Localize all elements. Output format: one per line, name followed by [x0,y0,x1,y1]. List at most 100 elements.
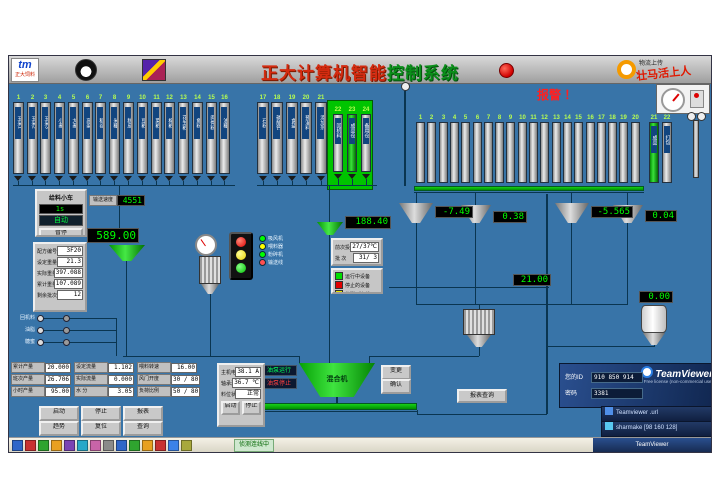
micro-bins-bin[interactable] [518,122,527,183]
raw-bins-1-bin[interactable]: 大麦 [68,102,79,174]
valve-icon[interactable] [348,174,356,179]
valve-icon[interactable] [259,176,267,181]
taskbar-icon[interactable] [90,440,101,451]
micro-bins-bin[interactable] [631,122,640,183]
param-button-5[interactable]: 复位 [81,421,121,436]
taskbar-icon[interactable] [25,440,36,451]
minor-bins-bin[interactable]: 预混料 [300,102,312,174]
tv-list-row[interactable]: sharmake [98 160 128] [601,421,711,437]
micro-bins-bin[interactable] [439,122,448,183]
taskbar-icon[interactable] [77,440,88,451]
minor-bins-bin[interactable]: 食盐 [286,102,298,174]
tv-password-field[interactable]: 3381 [591,388,643,399]
valve-icon[interactable] [14,176,22,181]
micro-bins-bin[interactable] [529,122,538,183]
raw-bins-1-bin[interactable]: 稻谷 [95,102,106,174]
raw-bins-1-bin[interactable]: 玉米2 [27,102,38,174]
param-button-6[interactable]: 查询 [123,421,163,436]
valve-icon[interactable] [110,176,118,181]
return-bins-bin[interactable]: 备用仓 [361,114,371,172]
micro-bins-bin[interactable] [495,122,504,183]
finished-bins-bin[interactable]: 成品 [649,122,659,183]
return-bins-bin[interactable]: 回机料 [333,114,343,172]
raw-bins-1-bin[interactable]: 小麦 [54,102,65,174]
raw-bins-2-bin[interactable]: 豆粕 [137,102,148,174]
micro-bins-bin[interactable] [608,122,617,183]
valve-icon[interactable] [317,176,325,181]
valve-icon[interactable] [273,176,281,181]
taskbar-icon[interactable] [38,440,49,451]
raw-bins-1-bin[interactable]: 麸皮 [123,102,134,174]
valve-icon[interactable] [41,176,49,181]
micro-bins-bin[interactable] [619,122,628,183]
valve-icon[interactable] [83,176,91,181]
raw-bins-2-bin[interactable]: 菜粕 [151,102,162,174]
panda-icon[interactable] [75,59,97,81]
raw-bins-2-bin[interactable]: 花生粕 [178,102,189,174]
micro-bins-bin[interactable] [427,122,436,183]
system-tray[interactable]: TeamViewer [593,438,711,452]
valve-icon[interactable] [288,176,296,181]
valve-icon[interactable] [152,176,160,181]
minor-bins-bin[interactable]: 磷酸钙 [271,102,283,174]
micro-bins-bin[interactable] [563,122,572,183]
raw-bins-1-bin[interactable]: 玉米1 [13,102,24,174]
pause-button[interactable]: 暂停 [39,228,83,235]
micro-bins-bin[interactable] [540,122,549,183]
param-button-2[interactable]: 停止 [81,406,121,421]
valve-icon[interactable] [165,176,173,181]
micro-bins-bin[interactable] [416,122,425,183]
gauge-switch[interactable] [690,90,704,108]
raw-bins-1-bin[interactable]: 玉米3 [40,102,51,174]
valve-icon[interactable] [220,176,228,181]
valve-icon[interactable] [334,174,342,179]
valve-icon[interactable] [207,176,215,181]
valve-icon[interactable] [69,176,77,181]
valve-icon[interactable] [362,174,370,179]
taskbar-icon[interactable] [142,440,153,451]
change-button-1[interactable]: 变更 [381,365,411,380]
valve-icon[interactable] [124,176,132,181]
mixer[interactable]: 混合机 [299,363,375,397]
taskbar-icon[interactable] [64,440,75,451]
valve-icon[interactable] [96,176,104,181]
valve-icon[interactable] [179,176,187,181]
tv-list-row[interactable]: Teamviewer .url [601,406,711,422]
recipe-book-icon[interactable] [142,59,166,81]
taskbar-icon[interactable] [129,440,140,451]
micro-bins-bin[interactable] [586,122,595,183]
raw-bins-2-bin[interactable]: 棉粕 [164,102,175,174]
taskbar-item-connection[interactable]: 侦测连线中 [234,439,275,452]
report-query-button[interactable]: 报表查询 [457,389,507,403]
taskbar-icon[interactable] [168,440,179,451]
raw-bins-1-bin[interactable]: 高粱 [82,102,93,174]
param-button-1[interactable]: 启动 [39,406,79,421]
raw-bins-2-bin[interactable]: 鱼粉 [192,102,203,174]
minor-bins-bin[interactable]: 石粉 [257,102,269,174]
param-button-4[interactable]: 趋势 [39,421,79,436]
micro-bins-bin[interactable] [552,122,561,183]
raw-bins-1-bin[interactable]: 米糠 [109,102,120,174]
micro-bins-bin[interactable] [506,122,515,183]
taskbar-icon[interactable] [155,440,166,451]
taskbar-icon[interactable] [103,440,114,451]
minor-bins-bin[interactable]: 添加剂 [315,102,327,174]
raw-bins-2-bin[interactable]: 油糠 [219,102,230,174]
auto-mode-button[interactable]: 自动 [39,215,83,226]
motor-button-2[interactable]: 停止 [242,401,261,415]
micro-bins-bin[interactable] [574,122,583,183]
tv-id-field[interactable]: 910 850 914 [591,372,643,383]
valve-icon[interactable] [55,176,63,181]
return-bins-bin[interactable]: 成品仓 [347,114,357,172]
taskbar-icon[interactable] [51,440,62,451]
micro-bins-bin[interactable] [597,122,606,183]
valve-icon[interactable] [138,176,146,181]
taskbar-icon[interactable] [116,440,127,451]
micro-bins-bin[interactable] [450,122,459,183]
valve-icon[interactable] [28,176,36,181]
raw-bins-2-bin[interactable]: 肉骨粉 [206,102,217,174]
change-button-2[interactable]: 确认 [381,379,411,394]
finished-bins-bin[interactable]: 打包 [662,122,672,183]
micro-bins-bin[interactable] [473,122,482,183]
param-button-3[interactable]: 报表 [123,406,163,421]
